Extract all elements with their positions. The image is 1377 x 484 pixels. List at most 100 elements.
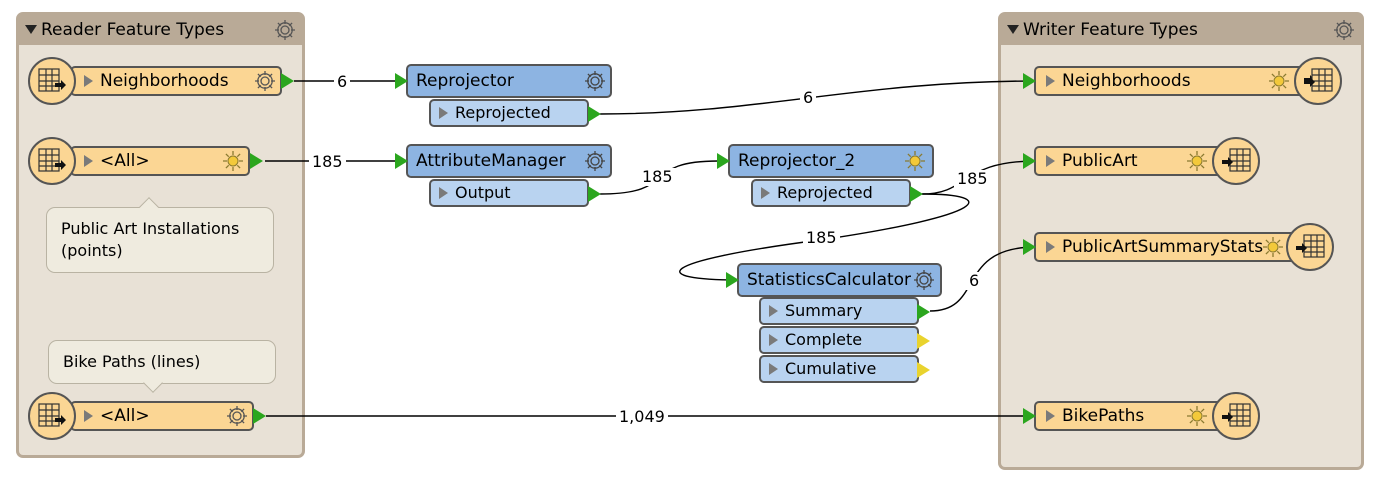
output-port[interactable]: [588, 186, 601, 202]
output-port[interactable]: [250, 153, 263, 169]
input-port[interactable]: [395, 73, 408, 89]
expand-triangle-icon[interactable]: [761, 187, 770, 199]
gear-icon[interactable]: [274, 19, 296, 45]
input-port[interactable]: [1023, 153, 1036, 169]
feature-count: 6: [800, 89, 817, 107]
reader-table-icon[interactable]: [28, 392, 76, 440]
gear-sun-icon[interactable]: [1186, 405, 1208, 435]
port-label: Reprojected: [777, 183, 873, 202]
expand-triangle-icon[interactable]: [1046, 410, 1055, 422]
feature-count: 185: [639, 168, 676, 186]
port-label: Complete: [785, 330, 863, 349]
writer-feature-publicartsummarystats[interactable]: PublicArtSummaryStats: [1034, 232, 1310, 262]
reader-bookmark-header[interactable]: Reader Feature Types: [19, 15, 302, 45]
expand-triangle-icon[interactable]: [439, 107, 448, 119]
expand-triangle-icon[interactable]: [84, 155, 93, 167]
output-port-reprojected[interactable]: Reprojected: [751, 179, 911, 207]
output-port[interactable]: [588, 106, 601, 122]
expand-triangle-icon[interactable]: [1046, 155, 1055, 167]
input-port[interactable]: [1023, 408, 1036, 424]
port-label: Reprojected: [455, 103, 551, 122]
writer-bookmark-header[interactable]: Writer Feature Types: [1001, 15, 1361, 45]
input-port[interactable]: [717, 153, 730, 169]
transformer-attributemanager[interactable]: AttributeManager: [406, 144, 612, 178]
reader-feature-neighborhoods[interactable]: Neighborhoods: [70, 66, 282, 96]
feature-label: <All>: [100, 406, 150, 426]
output-port-complete[interactable]: Complete: [759, 326, 919, 354]
writer-feature-bikepaths[interactable]: BikePaths: [1034, 401, 1234, 431]
transformer-name: AttributeManager: [416, 151, 566, 171]
output-port[interactable]: [253, 408, 266, 424]
gear-icon[interactable]: [913, 269, 935, 301]
link-summary-publicartsummary: [929, 246, 1037, 312]
output-port[interactable]: [917, 304, 930, 320]
feature-label: PublicArtSummaryStats: [1062, 237, 1264, 257]
input-port[interactable]: [1023, 239, 1036, 255]
feature-label: Neighborhoods: [100, 71, 229, 91]
link-reprojected-neighborhoods: [599, 80, 1037, 115]
transformer-name: StatisticsCalculator: [747, 270, 912, 290]
feature-count: 1,049: [616, 408, 668, 426]
transformer-reprojector-2[interactable]: Reprojector_2: [728, 144, 934, 178]
expand-triangle-icon[interactable]: [84, 410, 93, 422]
port-label: Cumulative: [785, 359, 877, 378]
reader-table-icon[interactable]: [28, 137, 76, 185]
expand-triangle-icon[interactable]: [1046, 241, 1055, 253]
writer-table-icon[interactable]: [1212, 392, 1260, 440]
output-port-cumulative[interactable]: Cumulative: [759, 355, 919, 383]
reader-feature-all-public-art[interactable]: <All>: [70, 146, 250, 176]
gear-icon[interactable]: [226, 405, 248, 435]
feature-label: BikePaths: [1062, 406, 1145, 426]
expand-triangle-icon[interactable]: [769, 363, 778, 375]
annotation-text: Public Art Installations (points): [61, 219, 240, 260]
expand-triangle-icon[interactable]: [84, 75, 93, 87]
output-port-unused[interactable]: [917, 362, 930, 378]
feature-label: <All>: [100, 151, 150, 171]
annotation-public-art[interactable]: Public Art Installations (points): [46, 207, 274, 273]
output-port[interactable]: [281, 73, 294, 89]
gear-sun-icon[interactable]: [904, 150, 926, 182]
port-label: Output: [455, 183, 511, 202]
output-port[interactable]: [910, 186, 923, 202]
gear-sun-icon[interactable]: [222, 150, 244, 180]
collapse-triangle-icon[interactable]: [25, 25, 37, 34]
transformer-name: Reprojector: [416, 71, 514, 91]
writer-feature-publicart[interactable]: PublicArt: [1034, 146, 1234, 176]
feature-count: 6: [334, 73, 351, 91]
gear-sun-icon[interactable]: [1268, 70, 1290, 100]
output-port-reprojected[interactable]: Reprojected: [429, 99, 589, 127]
transformer-reprojector[interactable]: Reprojector: [406, 64, 612, 98]
annotation-bike-paths[interactable]: Bike Paths (lines): [48, 340, 276, 384]
writer-table-icon[interactable]: [1212, 137, 1260, 185]
gear-icon[interactable]: [584, 70, 606, 102]
gear-icon[interactable]: [584, 150, 606, 182]
feature-count: 6: [966, 272, 983, 290]
input-port[interactable]: [395, 153, 408, 169]
gear-icon[interactable]: [1333, 19, 1355, 45]
output-port-output[interactable]: Output: [429, 179, 589, 207]
writer-feature-neighborhoods[interactable]: Neighborhoods: [1034, 66, 1314, 96]
writer-table-icon[interactable]: [1286, 223, 1334, 271]
gear-icon[interactable]: [254, 70, 276, 100]
input-port[interactable]: [726, 272, 739, 288]
input-port[interactable]: [1023, 73, 1036, 89]
transformer-name: Reprojector_2: [738, 151, 856, 171]
expand-triangle-icon[interactable]: [1046, 75, 1055, 87]
gear-sun-icon[interactable]: [1262, 236, 1284, 266]
writer-table-icon[interactable]: [1294, 57, 1342, 105]
output-port-unused[interactable]: [917, 333, 930, 349]
annotation-text: Bike Paths (lines): [63, 352, 201, 371]
collapse-triangle-icon[interactable]: [1007, 25, 1019, 34]
reader-table-icon[interactable]: [28, 57, 76, 105]
expand-triangle-icon[interactable]: [769, 334, 778, 346]
reader-bookmark-title: Reader Feature Types: [41, 20, 225, 40]
expand-triangle-icon[interactable]: [439, 187, 448, 199]
reader-feature-all-bike-paths[interactable]: <All>: [70, 401, 254, 431]
port-label: Summary: [785, 301, 863, 320]
feature-count: 185: [803, 229, 840, 247]
output-port-summary[interactable]: Summary: [759, 297, 919, 325]
transformer-statisticscalculator[interactable]: StatisticsCalculator: [737, 263, 942, 297]
expand-triangle-icon[interactable]: [769, 305, 778, 317]
writer-bookmark-title: Writer Feature Types: [1023, 20, 1198, 40]
gear-sun-icon[interactable]: [1186, 150, 1208, 180]
